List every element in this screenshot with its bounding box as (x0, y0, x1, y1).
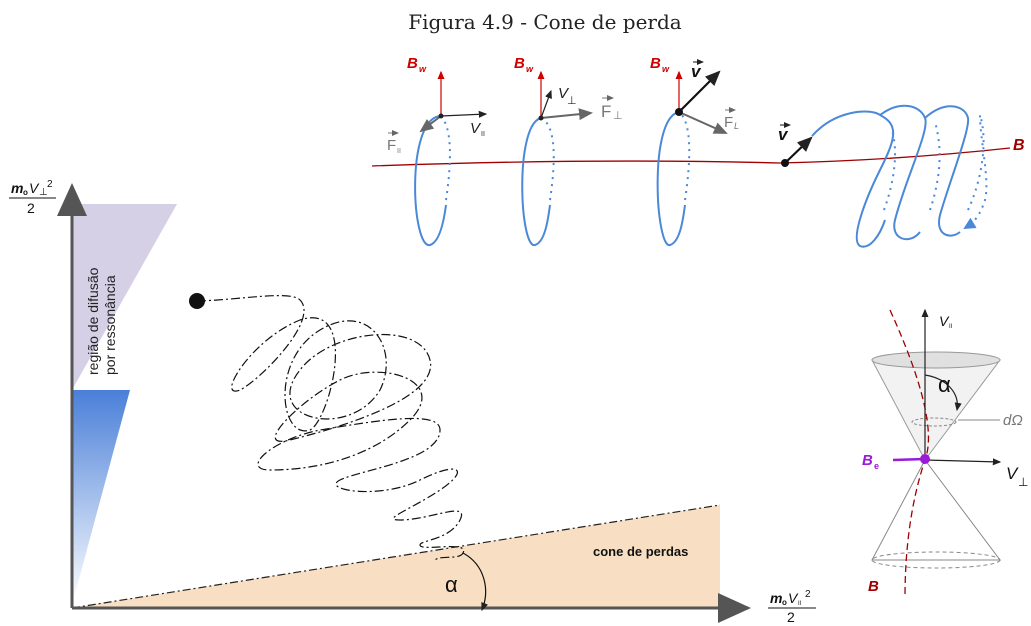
magnetic-field-line (371, 147, 1011, 167)
v-perp-label-2: V (558, 85, 570, 102)
fl-label-3: F (724, 114, 733, 131)
svg-text:L: L (734, 121, 739, 131)
top-panel: B B w V II F II B w V (371, 55, 1025, 248)
f-par-arrow-1 (419, 115, 442, 133)
svg-text:região de difusão: região de difusão (85, 267, 101, 375)
bw-label-1: B (407, 55, 418, 72)
v-arrow-helix (784, 136, 813, 164)
alpha-arc (462, 552, 489, 612)
gyration-orbit-3: B w v F L (650, 55, 739, 247)
v-label-helix: v (778, 125, 789, 144)
be-label: B (862, 452, 873, 469)
be-point (920, 454, 930, 464)
bw-label-2: B (514, 55, 525, 72)
svg-text:⊥: ⊥ (613, 110, 623, 122)
gyration-orbit-1: B w V II F II (387, 55, 488, 246)
fl-arrow-3 (678, 111, 728, 134)
svg-text:m: m (11, 180, 23, 196)
v-par-label-1: V (470, 120, 482, 137)
x-axis-label: m o V II 2 2 (768, 589, 816, 625)
y-axis-label: m o V ⊥ 2 2 (9, 179, 56, 216)
svg-text:V: V (29, 180, 40, 196)
svg-text:V: V (788, 590, 799, 606)
v-perp-arrow-2 (540, 89, 552, 119)
svg-text:II: II (949, 324, 953, 330)
svg-text:II: II (397, 148, 401, 155)
gyration-orbit-2: B w V ⊥ F ⊥ (514, 55, 623, 246)
helix-trajectory: v (778, 104, 988, 248)
svg-text:⊥: ⊥ (1018, 475, 1028, 489)
svg-text:II: II (481, 131, 485, 138)
svg-text:w: w (419, 64, 427, 74)
svg-text:⊥: ⊥ (567, 95, 577, 107)
cone-panel: V II V ⊥ α dΩ B e B (862, 308, 1028, 599)
field-b-label: B (1013, 137, 1025, 154)
svg-text:m: m (770, 590, 782, 606)
main-panel: m o V ⊥ 2 2 m o V II 2 2 região de difus… (9, 179, 816, 625)
d-omega-label: dΩ (1003, 412, 1023, 429)
resonance-gradient-region (72, 390, 130, 605)
svg-text:⊥: ⊥ (39, 187, 48, 198)
f-perp-label-2: F (601, 102, 611, 121)
svg-text:2: 2 (47, 179, 53, 190)
v-arrow-3 (678, 70, 721, 113)
alpha-label-main: α (445, 572, 458, 597)
svg-text:w: w (662, 64, 670, 74)
diffusion-region (72, 204, 177, 390)
svg-text:o: o (23, 188, 28, 197)
cone-b-label: B (868, 578, 879, 595)
svg-text:2: 2 (805, 589, 811, 600)
cone-v-par-label: V (939, 313, 950, 329)
f-perp-arrow-2 (540, 108, 593, 121)
random-walk-trajectory (196, 295, 464, 561)
v-label-3: v (691, 62, 702, 81)
diffusion-region-label: região de difusão por ressonância (85, 267, 118, 375)
svg-text:por ressonância: por ressonância (102, 275, 118, 375)
figure-title: Figura 4.9 - Cone de perda (408, 10, 681, 34)
bw-label-3: B (650, 55, 661, 72)
loss-cone-label: cone de perdas (593, 544, 688, 559)
svg-text:e: e (874, 461, 879, 471)
svg-text:w: w (526, 64, 534, 74)
cone-v-perp-axis (924, 458, 1002, 466)
cone-alpha-arc (924, 374, 962, 412)
svg-text:2: 2 (787, 609, 795, 625)
f-par-label-1: F (387, 137, 396, 154)
v-par-arrow-1 (440, 110, 488, 118)
svg-text:2: 2 (27, 200, 35, 216)
cone-alpha-label: α (938, 372, 951, 397)
svg-text:II: II (798, 601, 802, 607)
svg-text:o: o (782, 598, 787, 607)
cone-v-perp-label: V (1006, 464, 1019, 483)
